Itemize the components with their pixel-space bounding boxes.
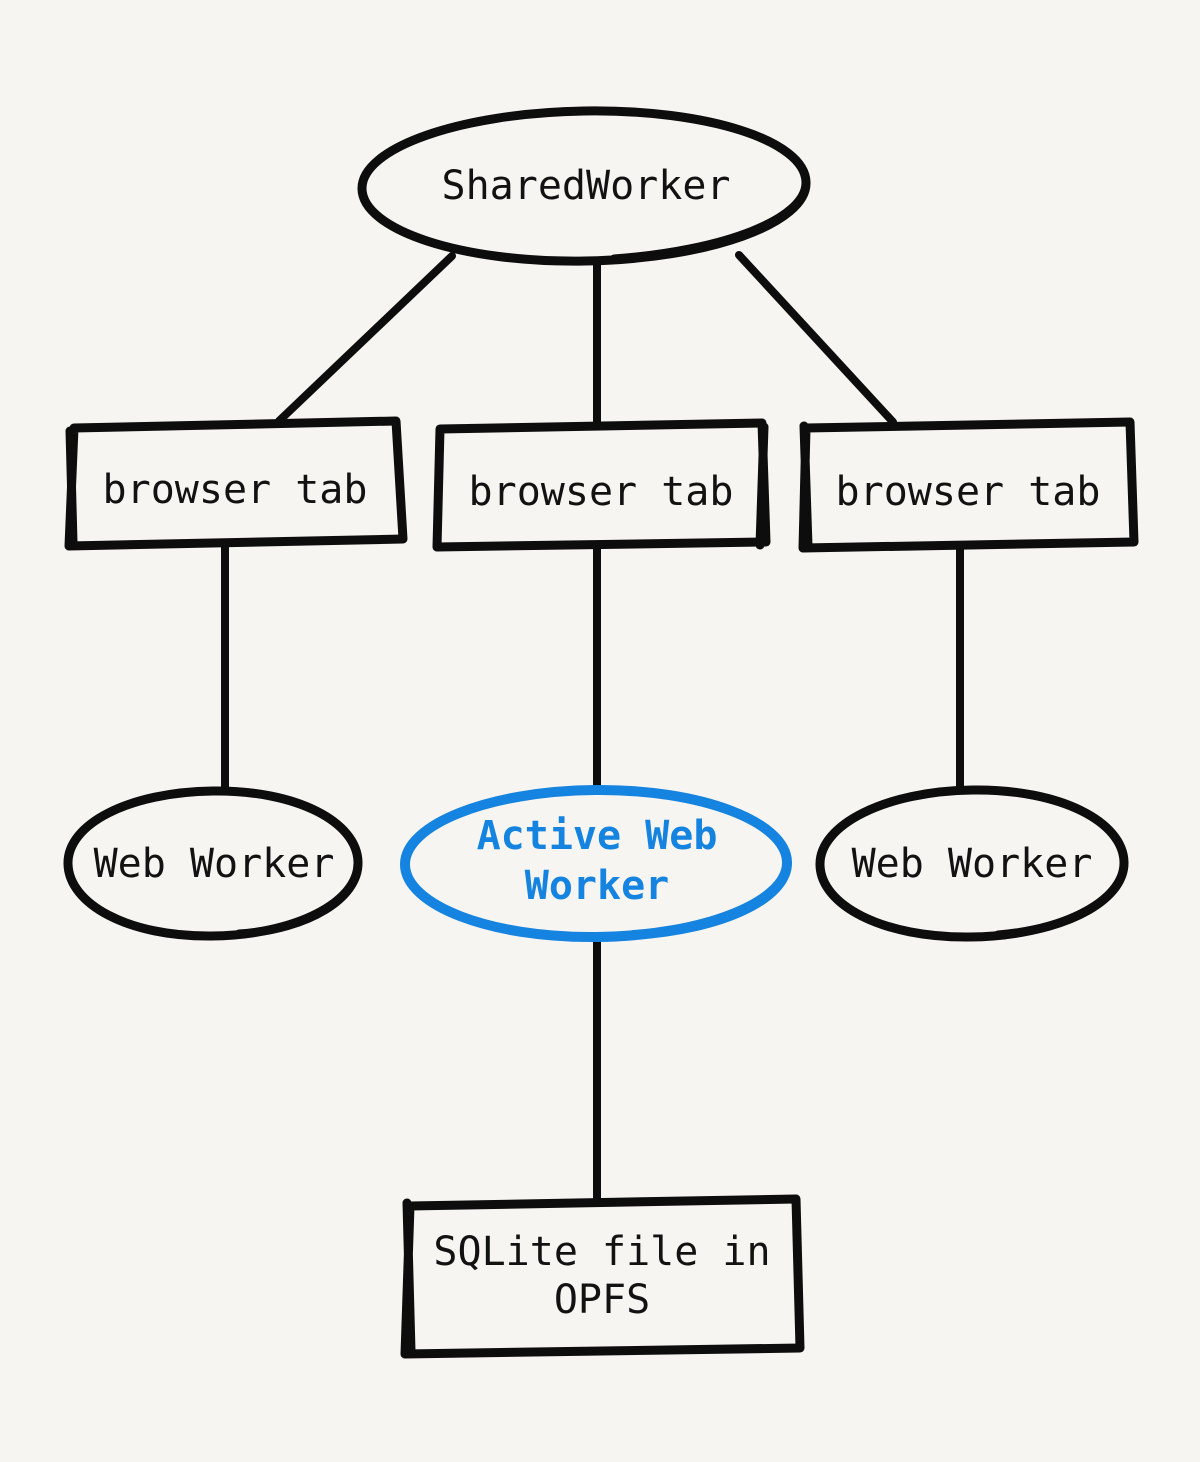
node-worker-left[interactable]: Web Worker <box>63 786 363 941</box>
worker-left-ellipse-outline <box>63 786 363 941</box>
node-tab-middle[interactable]: browser tab <box>432 418 771 552</box>
sqlite-file-label-line1: SQLite file in <box>433 1229 770 1275</box>
tab-left-rect-outline <box>64 416 408 551</box>
node-worker-right[interactable]: Web Worker <box>815 785 1129 942</box>
node-tab-right[interactable]: browser tab <box>798 417 1139 553</box>
shared-worker-ellipse-fill <box>364 112 808 260</box>
worker-left-label: Web Worker <box>94 841 335 887</box>
tab-right-label: browser tab <box>836 469 1101 515</box>
worker-active-label-line1: Active Web <box>477 813 718 859</box>
node-tab-left[interactable]: browser tab <box>64 416 408 551</box>
sqlite-file-rect-outline <box>400 1194 805 1359</box>
worker-active-label-line2: Worker <box>525 863 670 909</box>
node-worker-active[interactable]: Active Web Worker <box>399 784 793 943</box>
node-sqlite-file[interactable]: SQLite file in OPFS <box>400 1194 805 1359</box>
shared-worker-ellipse-outline <box>357 106 811 266</box>
shared-worker-label: SharedWorker <box>442 163 731 209</box>
worker-right-label: Web Worker <box>852 841 1093 887</box>
tab-left-rect-fill <box>68 422 402 544</box>
worker-active-ellipse-fill <box>407 792 787 936</box>
tab-left-label: browser tab <box>103 467 368 513</box>
sqlite-file-label-line2: OPFS <box>554 1277 650 1323</box>
worker-active-ellipse-outline <box>399 784 793 943</box>
tab-middle-label: browser tab <box>469 469 734 515</box>
worker-left-ellipse-fill <box>68 792 360 936</box>
node-shared-worker[interactable]: SharedWorker <box>357 106 811 266</box>
tab-right-rect-fill <box>802 424 1134 544</box>
tab-right-rect-outline <box>798 417 1139 553</box>
tab-middle-rect-fill <box>436 424 766 544</box>
edges-layer <box>221 251 964 1204</box>
sqlite-file-rect-fill <box>405 1200 799 1352</box>
edge-sharedworker-to-tab-left <box>275 252 456 425</box>
edge-sharedworker-to-tab-right <box>735 251 897 426</box>
tab-middle-rect-outline <box>432 418 771 552</box>
worker-right-ellipse-outline <box>815 785 1129 942</box>
worker-right-ellipse-fill <box>820 792 1124 936</box>
